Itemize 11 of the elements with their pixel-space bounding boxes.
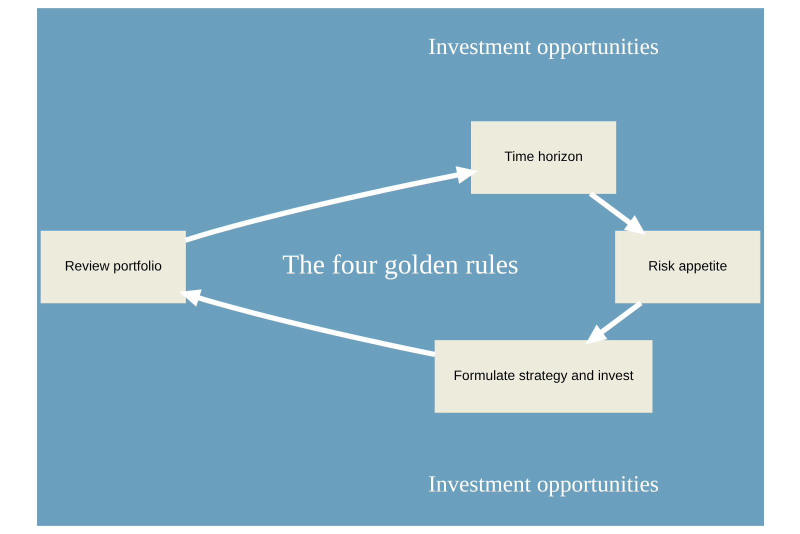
arrow (184, 166, 478, 243)
node-box: Review portfolio (40, 230, 186, 304)
arrow (178, 289, 435, 358)
node-box: Formulate strategy and invest (434, 340, 652, 413)
arrow (584, 300, 642, 344)
node-box: Time horizon (470, 121, 616, 194)
label: The four golden rules (282, 250, 518, 280)
label: Investment opportunities (428, 472, 658, 498)
label: Investment opportunities (428, 34, 658, 60)
node-box: Risk appetite (614, 230, 760, 304)
arrow (588, 191, 646, 235)
